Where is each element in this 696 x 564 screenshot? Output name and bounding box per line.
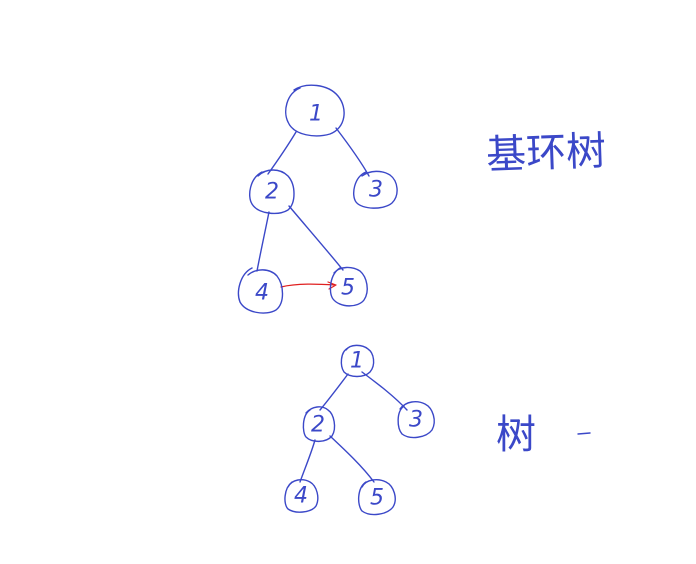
pseudotree-diagram: 1 2 3 4 5 基环树 (237, 84, 607, 314)
edge-2-5 (288, 205, 344, 271)
edge-2-4 (299, 439, 316, 483)
diagram-caption: 树 (496, 412, 536, 458)
node-label: 3 (369, 178, 383, 203)
tree-node: 1 (285, 84, 345, 137)
diagram-caption: 基环树 (485, 128, 607, 178)
edge-2-4 (256, 211, 270, 272)
node-label: 5 (341, 276, 355, 301)
node-label: 2 (265, 180, 279, 205)
edge-2-5 (329, 435, 375, 483)
cycle-edge-4-5 (280, 281, 337, 290)
tree-node: 2 (249, 169, 295, 215)
tree-node: 1 (340, 344, 375, 378)
tree-node: 5 (329, 266, 368, 307)
tree-node: 3 (397, 401, 435, 439)
edge-1-2 (319, 373, 349, 411)
caption-trailing-stroke (577, 432, 591, 435)
node-label: 4 (255, 281, 269, 306)
node-label: 1 (309, 102, 323, 127)
node-label: 1 (350, 349, 364, 374)
tree-node: 2 (302, 406, 336, 443)
edge-1-2 (267, 131, 297, 175)
tree-node: 3 (353, 170, 398, 209)
node-label: 2 (311, 413, 325, 438)
edge-1-3 (361, 371, 408, 411)
tree-node: 4 (237, 267, 284, 314)
node-label: 5 (370, 486, 384, 511)
node-label: 4 (294, 484, 308, 509)
tree-diagram: 1 2 3 4 5 树 (284, 344, 591, 516)
node-label: 3 (409, 408, 423, 433)
tree-node: 5 (357, 479, 396, 516)
edge-1-3 (335, 127, 370, 177)
tree-node: 4 (284, 479, 319, 513)
